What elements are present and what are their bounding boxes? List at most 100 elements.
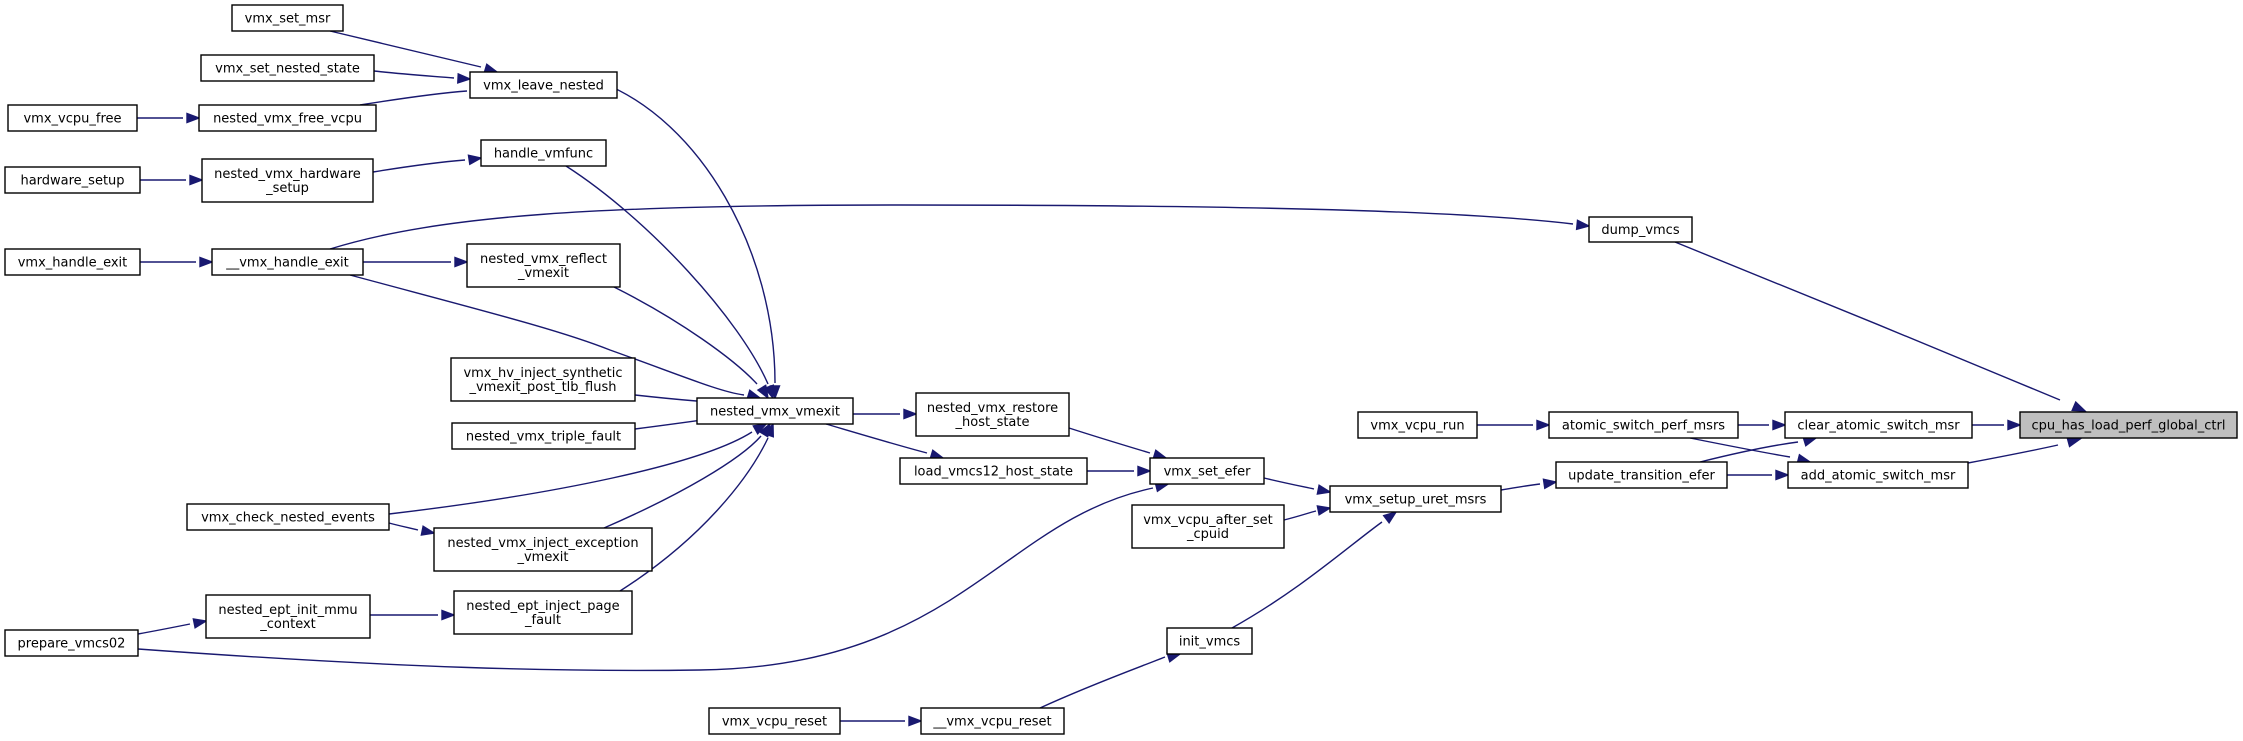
node-label: prepare_vmcs02 (18, 637, 126, 652)
node-box (4, 629, 139, 657)
node-vmx-set-efer[interactable]: vmx_set_efer (1149, 457, 1265, 485)
node-nested-vmx-reflect[interactable]: nested_vmx_reflect_vmexit (466, 243, 621, 288)
node-box (466, 243, 621, 288)
node-label: nested_vmx_hardware (214, 167, 361, 182)
edge-arrowhead (903, 408, 918, 420)
edge-arrowhead (1775, 469, 1790, 481)
node-vmx-vcpu-after-set[interactable]: vmx_vcpu_after_set_cpuid (1131, 504, 1285, 549)
node-label: nested_vmx_inject_exception (447, 536, 638, 551)
node-box (696, 397, 854, 425)
node-nested-ept-inject[interactable]: nested_ept_inject_page_fault (453, 590, 633, 635)
edge-arrowhead (186, 112, 201, 124)
node-label: vmx_vcpu_free (23, 112, 121, 127)
node-box (201, 158, 374, 203)
node-label: vmx_leave_nested (483, 79, 604, 94)
node-update-transition-efer[interactable]: update_transition_efer (1555, 461, 1728, 489)
node-box (451, 422, 636, 450)
node-label: vmx_handle_exit (18, 256, 128, 271)
edge-line (619, 437, 769, 592)
node-label: _vmexit (516, 550, 568, 565)
edge-__vmx_handle_exit-to-dump_vmcs (329, 204, 1591, 250)
edge-arrowhead (1316, 505, 1332, 516)
node-box (1548, 411, 1739, 439)
node-add-atomic[interactable]: add_atomic_switch_msr (1787, 461, 1969, 489)
edge-arrowhead (2066, 436, 2082, 448)
edge-line (1689, 437, 1791, 458)
node-label: vmx_check_nested_events (201, 511, 375, 526)
node-label: vmx_vcpu_reset (722, 715, 827, 730)
node-label: cpu_has_load_perf_global_ctrl (2032, 419, 2226, 434)
node-box (1787, 461, 1969, 489)
node-box (1784, 411, 1973, 439)
node-vmx-vcpu-run[interactable]: vmx_vcpu_run (1357, 411, 1478, 439)
edge-arrowhead (457, 72, 472, 84)
node-vmx-vcpu-free[interactable]: vmx_vcpu_free (7, 104, 138, 132)
node-nested-ept-init[interactable]: nested_ept_init_mmu_context (205, 594, 371, 639)
edge-vmx_vcpu_reset-to-__vmx_vcpu_reset (840, 715, 923, 727)
edge-nested_ept_init-to-nested_ept_inject (370, 609, 456, 621)
node-box (211, 248, 364, 276)
node-label: update_transition_efer (1568, 469, 1715, 484)
edge-arrowhead (1137, 465, 1152, 477)
edge-vmx_set_msr-to-vmx_leave_nested (329, 30, 499, 74)
edge-line (1699, 441, 1799, 463)
edge-dump_vmcs-to-cpu (1674, 241, 2087, 412)
node-vmx-vcpu-reset[interactable]: vmx_vcpu_reset (708, 707, 841, 735)
node-nested-vmx-vmexit[interactable]: nested_vmx_vmexit (696, 397, 854, 425)
node-box (915, 392, 1070, 437)
node-label: _vmexit (517, 266, 569, 281)
edge-vmx_set_nested_state-to-vmx_leave_nested (373, 70, 472, 84)
node-nested-vmx-hw-setup[interactable]: nested_vmx_hardware_setup (201, 158, 374, 203)
node-vmx-handle-exit[interactable]: vmx_handle_exit (4, 248, 141, 276)
edge-line (1283, 510, 1317, 521)
node-hardware-setup[interactable]: hardware_setup (4, 166, 141, 194)
edge-arrowhead (1542, 478, 1558, 490)
edge-line (1500, 483, 1541, 491)
node-label: nested_ept_init_mmu (218, 603, 357, 618)
edge-arrowhead (752, 423, 768, 435)
node-label: nested_vmx_reflect (480, 252, 607, 267)
edge-arrowhead (1382, 510, 1398, 525)
node-label: hardware_setup (20, 174, 124, 189)
edge-line (1674, 241, 2061, 401)
node-label: load_vmcs12_host_state (914, 465, 1073, 480)
node-nested-vmx-free-vcpu[interactable]: nested_vmx_free_vcpu (198, 104, 377, 132)
node-vmx-set-nested-state[interactable]: vmx_set_nested_state (200, 54, 375, 82)
node---vmx-vcpu-reset[interactable]: __vmx_vcpu_reset (920, 707, 1065, 735)
node-box (1588, 216, 1693, 243)
edge-vmx_set_efer-to-vmx_setup_uret (1263, 477, 1332, 495)
edge-arrowhead (199, 256, 214, 268)
node-box (2019, 411, 2238, 439)
node-box (1131, 504, 1285, 549)
node-handle-vmfunc[interactable]: handle_vmfunc (480, 139, 607, 167)
node-clear-atomic[interactable]: clear_atomic_switch_msr (1784, 411, 1973, 439)
node-init-vmcs[interactable]: init_vmcs (1166, 627, 1253, 655)
node-dump-vmcs[interactable]: dump_vmcs (1588, 216, 1693, 243)
edge-line (1068, 427, 1151, 454)
node-cpu[interactable]: cpu_has_load_perf_global_ctrl (2019, 411, 2238, 439)
node-vmx-check-nested[interactable]: vmx_check_nested_events (186, 503, 390, 531)
edge-__vmx_vcpu_reset-to-init_vmcs (1039, 652, 1182, 709)
node-vmx-set-msr[interactable]: vmx_set_msr (231, 4, 344, 32)
node-box (1166, 627, 1253, 655)
node-label: vmx_hv_inject_synthetic (463, 366, 622, 381)
node-label: _context (259, 617, 316, 632)
edge-line (329, 204, 1574, 250)
edge-update_transition_efer-to-add_atomic (1727, 469, 1790, 481)
node-prepare-vmcs02[interactable]: prepare_vmcs02 (4, 629, 139, 657)
node-atomic-switch-perf[interactable]: atomic_switch_perf_msrs (1548, 411, 1739, 439)
node-load-vmcs12[interactable]: load_vmcs12_host_state (899, 457, 1088, 485)
edge-line (1231, 521, 1383, 629)
edge-arrowhead (192, 618, 208, 629)
edge-__vmx_handle_exit-to-nested_vmx_reflect (363, 256, 469, 268)
node-vmx-leave-nested[interactable]: vmx_leave_nested (469, 71, 618, 99)
node-vmx-setup-uret[interactable]: vmx_setup_uret_msrs (1329, 485, 1502, 513)
node-vmx-hv-inject[interactable]: vmx_hv_inject_synthetic_vmexit_post_tlb_… (450, 357, 636, 402)
node-nested-vmx-inject-exc[interactable]: nested_vmx_inject_exception_vmexit (433, 527, 653, 572)
node-nested-vmx-triple[interactable]: nested_vmx_triple_fault (451, 422, 636, 450)
node---vmx-handle-exit[interactable]: __vmx_handle_exit (211, 248, 364, 276)
edge-arrowhead (420, 525, 436, 536)
node-box (1357, 411, 1478, 439)
node-nested-vmx-restore[interactable]: nested_vmx_restore_host_state (915, 392, 1070, 437)
